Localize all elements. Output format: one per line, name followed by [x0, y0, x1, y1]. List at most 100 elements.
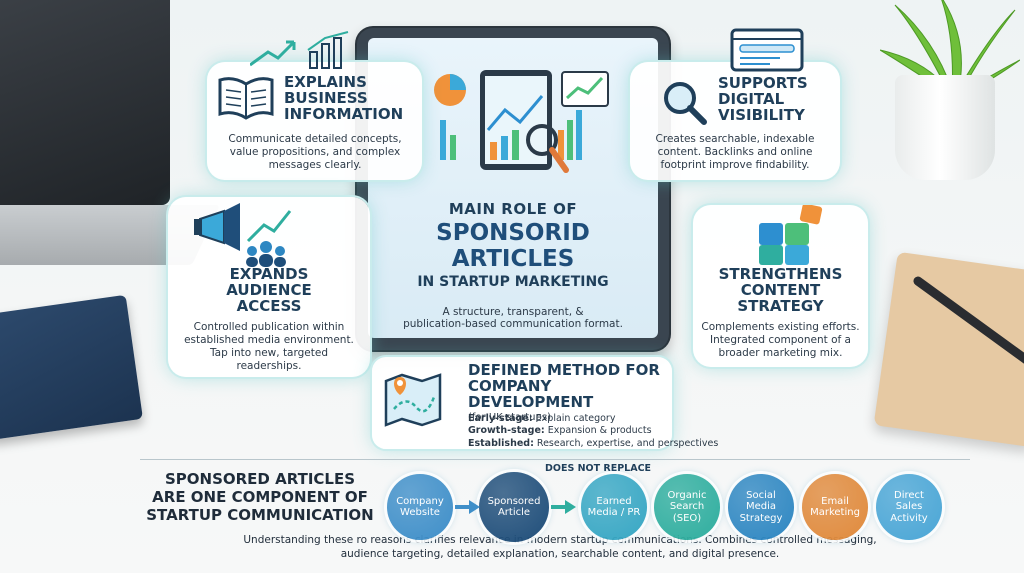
card-strengthens-content: STRENGTHENS CONTENT STRATEGY Complements… — [693, 205, 868, 367]
footer-line: Understanding these ro reasons clarifies… — [243, 534, 877, 546]
card-title-line: SUPPORTS — [718, 74, 808, 92]
channel-label: Sponsored — [487, 495, 541, 507]
footer-text: Understanding these ro reasons clarifies… — [130, 534, 990, 561]
card-desc-line: value propositions, and complex — [229, 146, 401, 159]
card-supports-visibility: SUPPORTS DIGITAL VISIBILITY Creates sear… — [630, 62, 840, 180]
spiral-notepad — [873, 251, 1024, 448]
card-desc-line: readerships. — [236, 360, 302, 373]
main-title-line2: SPONSORID ARTICLES — [436, 220, 590, 272]
channel-label: Social — [746, 489, 776, 501]
card-desc-line: messages clearly. — [268, 159, 362, 172]
channel-label: Strategy — [739, 512, 783, 524]
card-title-line: STRENGTHENS — [718, 265, 843, 283]
channel-label: Email — [821, 495, 849, 507]
card-supports-visibility-title: SUPPORTS DIGITAL VISIBILITY — [718, 74, 808, 124]
card-expands-audience-desc: Controlled publication within establishe… — [172, 321, 366, 374]
plant-pot — [895, 75, 995, 180]
method-stage-label: Growth-stage: — [468, 425, 545, 437]
channel-label: Activity — [890, 512, 928, 524]
method-stage-row: Growth-stage: Expansion & products — [468, 425, 718, 437]
channel-label: Direct — [894, 489, 924, 501]
card-desc-line: Tap into new, targeted — [210, 347, 328, 360]
card-title-line: ACCESS — [236, 296, 302, 315]
channel-label: (SEO) — [672, 512, 702, 524]
card-expands-audience: EXPANDS AUDIENCE ACCESS Controlled publi… — [168, 197, 370, 377]
card-desc-line: Integrated component of a — [710, 334, 851, 347]
bar-chart-icon — [250, 31, 349, 69]
search-window-icon — [730, 28, 804, 72]
method-title-line: COMPANY DEVELOPMENT — [468, 376, 594, 411]
card-strengthens-content-desc: Complements existing efforts. Integrated… — [695, 321, 866, 360]
method-stage-row: Early-stage: Explain category — [468, 413, 718, 425]
card-desc-line: Complements existing efforts. — [701, 321, 860, 333]
card-title-line: EXPANDS — [229, 265, 309, 283]
channel-label: Article — [497, 507, 531, 518]
card-desc-line: Creates searchable, indexable — [655, 133, 815, 145]
map-icon — [384, 373, 442, 427]
footer-line: audience targeting, detailed explanation… — [340, 547, 780, 560]
method-stage-text: Expansion & products — [547, 425, 652, 437]
method-title: DEFINED METHOD FOR COMPANY DEVELOPMENT (… — [468, 361, 672, 424]
method-stages: Early-stage: Explain category Growth-sta… — [468, 413, 718, 450]
card-title-line: AUDIENCE — [226, 280, 312, 299]
card-strengthens-content-title: STRENGTHENS CONTENT STRATEGY — [693, 265, 868, 314]
method-stage-row: Established: Research, expertise, and pe… — [468, 438, 718, 450]
card-explains-business-desc: Communicate detailed concepts, value pro… — [215, 133, 415, 172]
megaphone-icon — [194, 203, 292, 267]
magnifier-icon — [664, 82, 707, 125]
channel-label: Media / PR — [587, 507, 641, 518]
open-book-icon — [218, 77, 274, 120]
card-title-line: INFORMATION — [284, 104, 404, 123]
tablet-chart-icon — [434, 70, 609, 173]
method-box: DEFINED METHOD FOR COMPANY DEVELOPMENT (… — [372, 357, 718, 449]
card-desc-line: broader marketing mix. — [718, 347, 843, 360]
channel-label: Earned — [596, 495, 632, 507]
channel-label: Website — [400, 507, 440, 518]
method-stage-text: Research, expertise, and perspectives — [536, 437, 719, 449]
card-supports-visibility-desc: Creates searchable, indexable content. B… — [636, 133, 834, 172]
component-heading: SPONSORED ARTICLES ARE ONE COMPONENT OF … — [140, 470, 380, 524]
main-subtitle-line2: publication-based communication format. — [403, 318, 623, 330]
card-desc-line: footprint improve findability. — [660, 159, 810, 172]
channel-label: Sales — [895, 501, 923, 513]
main-title-line3: IN STARTUP MARKETING — [417, 274, 609, 290]
card-desc-line: established media environment. — [184, 334, 354, 347]
card-expands-audience-title: EXPANDS AUDIENCE ACCESS — [168, 265, 370, 315]
card-title-line: EXPLAINS — [284, 73, 367, 91]
component-heading-line: SPONSORED ARTICLES — [164, 470, 356, 488]
card-explains-business-title: EXPLAINS BUSINESS INFORMATION — [284, 73, 404, 123]
divider — [140, 459, 970, 460]
does-not-replace-label: DOES NOT REPLACE — [545, 463, 652, 474]
card-title-line: BUSINESS — [284, 88, 368, 107]
puzzle-icon — [759, 205, 823, 265]
channel-label: Marketing — [810, 507, 860, 518]
card-desc-line: Controlled publication within — [193, 321, 345, 333]
method-stage-label: Established: — [468, 437, 534, 449]
component-heading-line: ARE ONE COMPONENT OF — [152, 488, 368, 506]
main-subtitle-line1: A structure, transparent, & — [442, 306, 584, 318]
card-title-line: CONTENT — [740, 280, 821, 299]
card-desc-line: content. Backlinks and online — [657, 146, 813, 159]
main-title: MAIN ROLE OF SPONSORID ARTICLES IN START… — [372, 200, 654, 330]
main-title-line1: MAIN ROLE OF — [448, 200, 578, 218]
method-stage-text: Explain category — [535, 413, 616, 424]
method-title-line: DEFINED METHOD FOR — [468, 361, 660, 379]
card-desc-line: Communicate detailed concepts, — [228, 133, 402, 145]
channel-label: Company — [396, 495, 444, 507]
method-stage-label: Early-stage: — [468, 413, 533, 424]
card-title-line: VISIBILITY — [718, 105, 805, 124]
channel-label: Media — [745, 501, 777, 513]
card-explains-business: EXPLAINS BUSINESS INFORMATION Communicat… — [207, 62, 422, 180]
laptop-screen — [0, 0, 170, 205]
arrow-right-icon — [455, 499, 481, 519]
method-subtitle: (for UK startups) — [468, 412, 551, 424]
channel-label: Search — [669, 501, 705, 513]
card-title-line: DIGITAL — [718, 89, 785, 108]
